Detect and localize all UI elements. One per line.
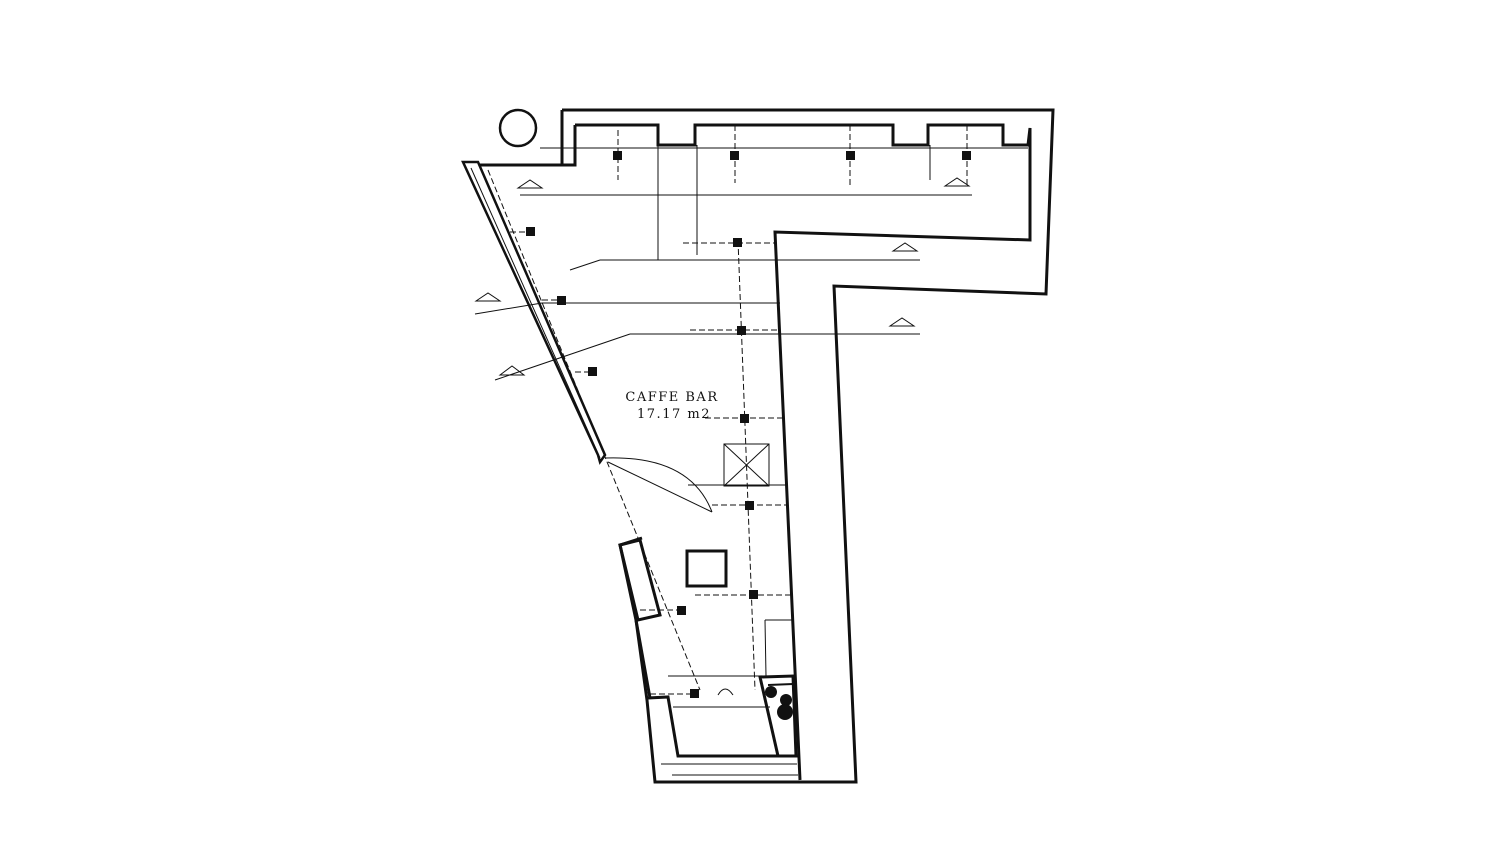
room-area: 17.17 m2 (637, 407, 711, 422)
bar-counter (647, 674, 798, 758)
bar-counter-upper (618, 538, 662, 622)
room-name: CAFFE BAR (625, 390, 718, 405)
column (685, 549, 728, 588)
ceiling-lines (474, 145, 1028, 708)
sink-fixtures (765, 686, 793, 720)
door-swing (604, 457, 713, 513)
window-wall-diagonal (461, 160, 607, 465)
outer-wall (562, 108, 1055, 784)
light-markers (474, 177, 971, 376)
ceiling-fixtures (526, 151, 971, 698)
grid-lines (487, 125, 968, 695)
round-column (498, 108, 538, 148)
inner-wall (480, 110, 1032, 781)
